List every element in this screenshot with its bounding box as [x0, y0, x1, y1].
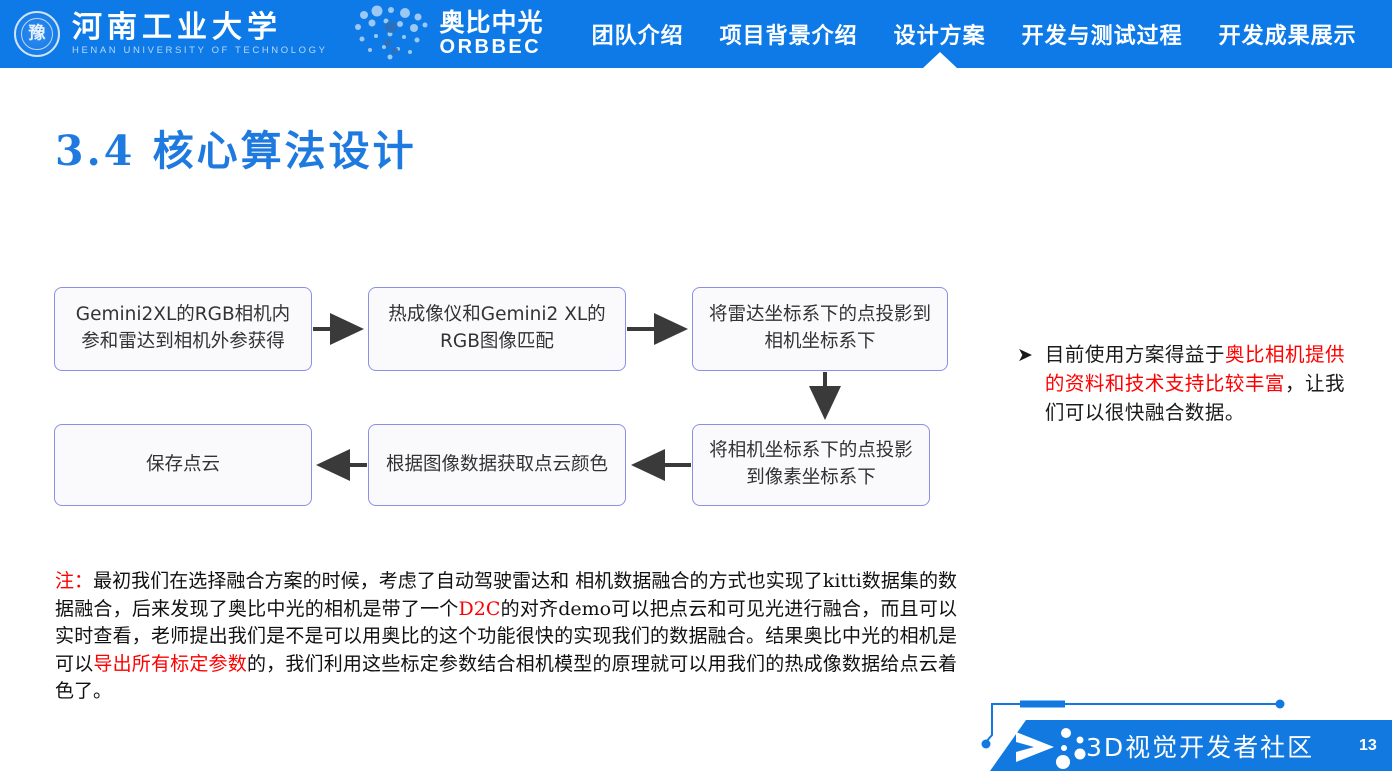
- note-seg-4: 的对齐demo可以把点云和可见光进行融合，而且可以实时查看，老师提出我们是不是可…: [55, 597, 957, 675]
- note-seg-6: 的，我们利用这些标定参数结合相机模型的原理就可以用我们的热成像数据给点云着色了。: [55, 652, 957, 703]
- bullet-seg-1: 目前使用方案得益于: [1044, 343, 1225, 366]
- page-title: 3.4 核心算法设计: [55, 127, 417, 175]
- flow-box-3: 将雷达坐标系下的点投影到相机坐标系下: [692, 287, 948, 371]
- orbbec-logo: 奥比中光 ORBBEC: [440, 10, 544, 58]
- nav-item-dev-test[interactable]: 开发与测试过程: [1021, 24, 1183, 49]
- orbbec-name-cn: 奥比中光: [439, 8, 544, 37]
- note-seg-3: D2C: [458, 597, 501, 620]
- university-seal-icon: 豫: [14, 11, 60, 57]
- bullet-block: ➤ 目前使用方案得益于奥比相机提供的资料和技术支持比较丰富，让我们可以很快融合数…: [1017, 341, 1347, 428]
- flow-box-6: 保存点云: [54, 424, 312, 506]
- note-seg-1: 注：: [55, 570, 94, 592]
- bullet-seg-3: ，让我们可以很快融合数据。: [1044, 371, 1345, 424]
- nav-item-design[interactable]: 设计方案: [876, 0, 1004, 68]
- page-number: 13: [1359, 737, 1377, 754]
- flow-box-2: 热成像仪和Gemini2 XL的RGB图像匹配: [368, 287, 626, 371]
- footer: [950, 690, 1392, 771]
- nav-item-background[interactable]: 项目背景介绍: [719, 24, 858, 49]
- note-seg-5: 导出所有标定参数: [93, 652, 247, 675]
- seal-glyph: 豫: [28, 23, 46, 44]
- note-text: 注：最初我们在选择融合方案的时候，考虑了自动驾驶雷达和 相机数据融合的方式也实现…: [55, 568, 957, 706]
- bullet-seg-2: 奥比相机提供的资料和技术支持比较丰富: [1044, 343, 1345, 395]
- bullet-text: 目前使用方案得益于奥比相机提供的资料和技术支持比较丰富，让我们可以很快融合数据。: [1045, 341, 1347, 428]
- university-name-en: HENAN UNIVERSITY OF TECHNOLOGY: [72, 45, 328, 57]
- nav-item-team[interactable]: 团队介绍: [591, 24, 684, 49]
- bullet-arrow-icon: ➤: [1017, 344, 1033, 366]
- flow-box-5: 根据图像数据获取点云颜色: [368, 424, 626, 506]
- university-logo: 豫 河南工业大学 HENAN UNIVERSITY OF TECHNOLOGY: [0, 0, 328, 68]
- header-bar: 豫 河南工业大学 HENAN UNIVERSITY OF TECHNOLOGY: [0, 0, 1392, 68]
- bullet-item: ➤ 目前使用方案得益于奥比相机提供的资料和技术支持比较丰富，让我们可以很快融合数…: [1017, 341, 1347, 428]
- main-nav: 团队介绍 项目背景介绍 设计方案 开发与测试过程 开发成果展示: [574, 0, 1375, 68]
- flow-box-1: Gemini2XL的RGB相机内参和雷达到相机外参获得: [54, 287, 312, 371]
- footer-decoration: [981, 699, 1285, 749]
- dot-cluster-icon: [350, 5, 432, 63]
- chevron-dots-icon: [1016, 728, 1086, 769]
- note-seg-2: 最初我们在选择融合方案的时候，考虑了自动驾驶雷达和 相机数据融合的方式也实现了k…: [55, 570, 957, 620]
- footer-brand: 3D视觉开发者社区: [1086, 733, 1315, 762]
- flow-box-4: 将相机坐标系下的点投影到像素坐标系下: [692, 424, 930, 506]
- orbbec-name-en: ORBBEC: [439, 36, 542, 58]
- university-name-cn: 河南工业大学: [72, 9, 282, 45]
- nav-item-results[interactable]: 开发成果展示: [1218, 24, 1357, 49]
- university-names: 河南工业大学 HENAN UNIVERSITY OF TECHNOLOGY: [72, 12, 328, 57]
